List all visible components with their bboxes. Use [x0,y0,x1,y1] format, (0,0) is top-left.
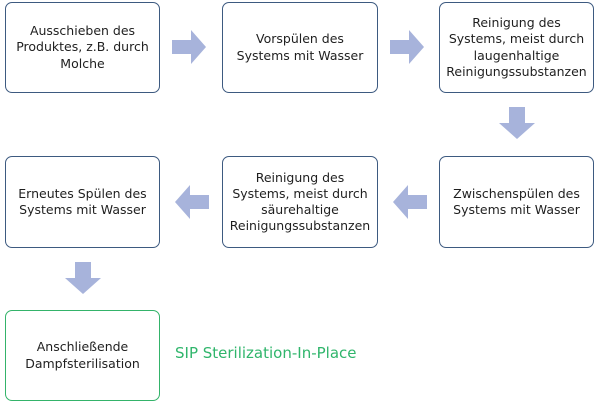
arrow-right-1-icon [172,30,206,64]
step-6-label: Erneutes Spülen des Systems mit Wasser [18,185,147,217]
step-7-label: Anschließende Dampfsterilisation [25,339,140,371]
arrow-down-1-icon [499,107,535,139]
step-6-box: Erneutes Spülen des Systems mit Wasser [5,156,160,248]
sip-label: SIP Sterilization-In-Place [175,344,357,362]
step-4-label: Zwischenspülen des Systems mit Wasser [453,185,580,217]
step-3-label: Reinigung des Systems, meist durch lauge… [446,15,587,79]
step-2-label: Vorspülen des Systems mit Wasser [236,31,364,63]
step-1-box: Ausschieben des Produktes, z.B. durch Mo… [5,2,160,93]
arrow-left-2-icon [175,185,209,219]
step-5-box: Reinigung des Systems, meist durch säure… [222,156,378,248]
step-4-box: Zwischenspülen des Systems mit Wasser [439,156,594,248]
step-1-label: Ausschieben des Produktes, z.B. durch Mo… [16,23,149,71]
step-7-box: Anschließende Dampfsterilisation [5,310,160,401]
step-2-box: Vorspülen des Systems mit Wasser [222,2,378,93]
arrow-right-2-icon [390,30,424,64]
step-3-box: Reinigung des Systems, meist durch lauge… [439,2,594,93]
step-5-label: Reinigung des Systems, meist durch säure… [229,169,371,234]
arrow-left-1-icon [393,185,427,219]
arrow-down-2-icon [65,262,101,294]
